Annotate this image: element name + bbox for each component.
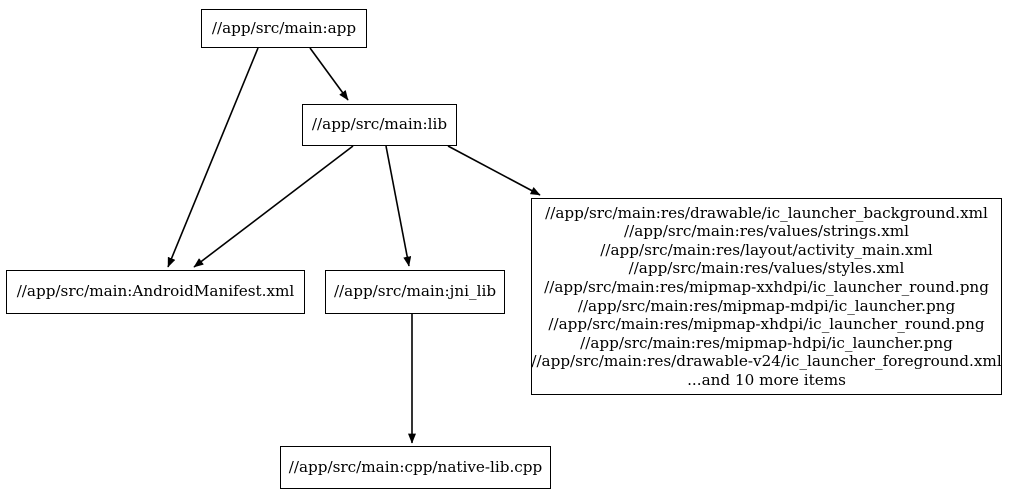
graph-node-res-group-label: //app/src/main:res/drawable/ic_launcher_… [531,203,1002,389]
graph-node-lib[interactable]: //app/src/main:lib [302,104,457,146]
graph-node-jni-lib-label: //app/src/main:jni_lib [333,282,497,301]
graph-node-androidmanifest[interactable]: //app/src/main:AndroidManifest.xml [6,270,305,314]
edge-app-to-lib [309,47,349,101]
graph-node-jni-lib[interactable]: //app/src/main:jni_lib [325,270,505,314]
edge-lib-to-res-group [447,145,541,196]
edge-lib-to-jni-lib [385,145,412,267]
graph-node-app[interactable]: //app/src/main:app [201,9,367,48]
graph-node-native-lib-cpp[interactable]: //app/src/main:cpp/native-lib.cpp [280,446,551,489]
graph-node-app-label: //app/src/main:app [211,18,357,37]
edge-lib-to-androidmanifest [193,145,354,268]
graph-node-androidmanifest-label: //app/src/main:AndroidManifest.xml [16,282,295,301]
edge-app-to-androidmanifest [167,47,259,268]
graph-node-native-lib-cpp-label: //app/src/main:cpp/native-lib.cpp [288,457,543,476]
graph-node-lib-label: //app/src/main:lib [311,115,448,134]
graph-node-res-group[interactable]: //app/src/main:res/drawable/ic_launcher_… [531,198,1002,395]
